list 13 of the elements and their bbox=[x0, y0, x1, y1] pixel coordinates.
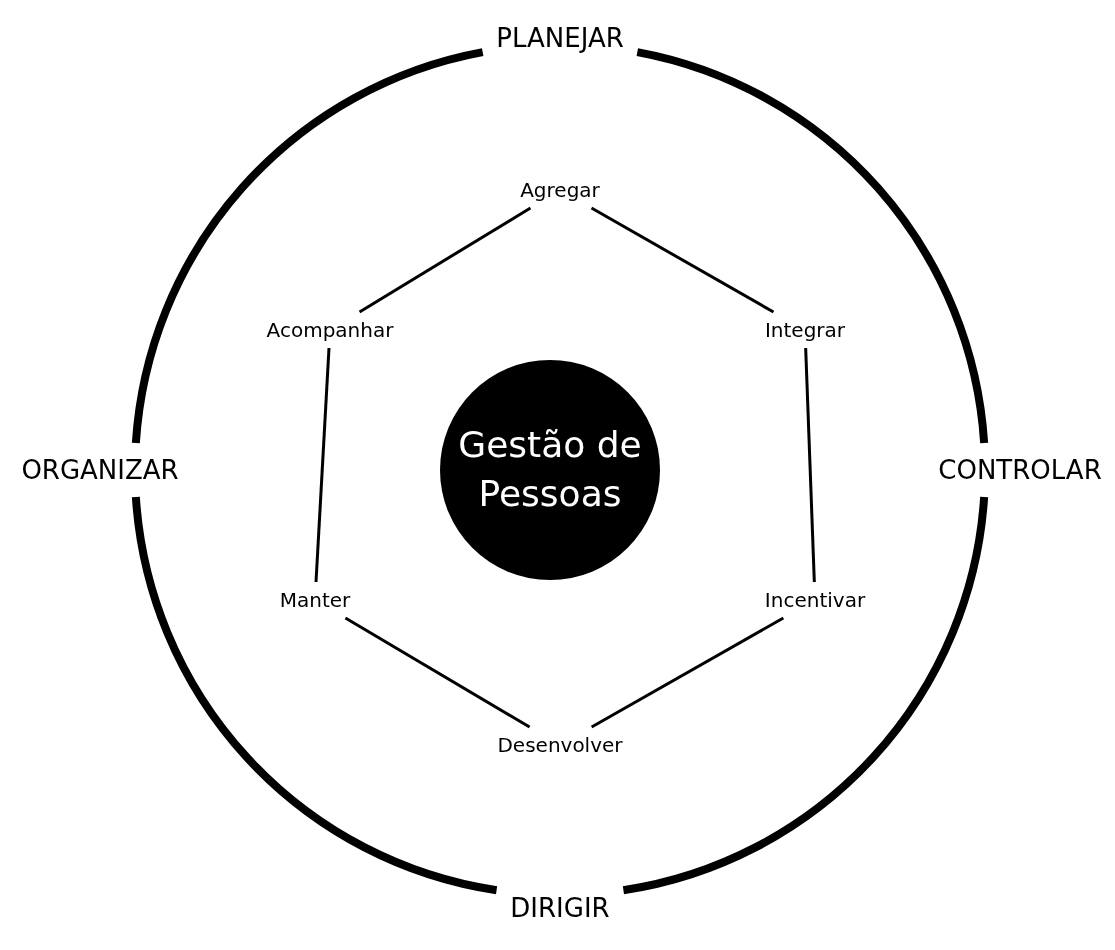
connector bbox=[314, 347, 331, 583]
connector bbox=[590, 206, 775, 314]
connector bbox=[358, 206, 532, 314]
process-label: Manter bbox=[273, 586, 357, 614]
process-label: Integrar bbox=[758, 316, 852, 344]
connector bbox=[344, 616, 531, 729]
connector bbox=[804, 347, 816, 583]
process-label: Acompanhar bbox=[260, 316, 400, 344]
process-label: Desenvolver bbox=[491, 731, 629, 759]
center-circle: Gestão de Pessoas bbox=[440, 360, 660, 580]
process-label: Agregar bbox=[514, 176, 606, 204]
connector bbox=[590, 616, 785, 729]
process-label: Incentivar bbox=[758, 586, 872, 614]
